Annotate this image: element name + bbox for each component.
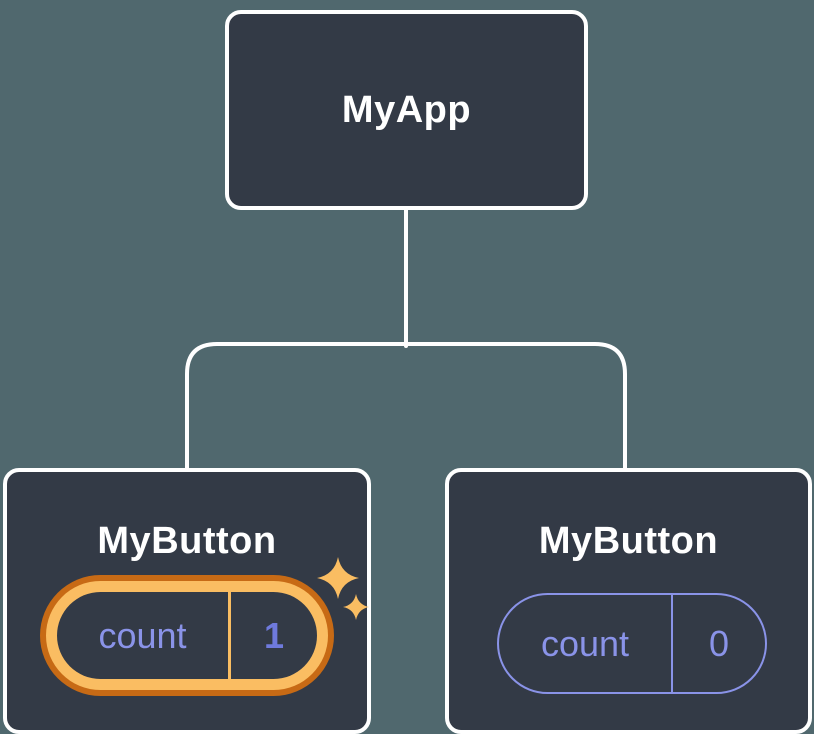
state-pill-body: count 1	[57, 592, 317, 679]
node-mybutton-right: MyButton count 0	[445, 468, 812, 734]
node-title: MyButton	[97, 520, 277, 562]
state-pill: count 0	[497, 593, 767, 694]
node-myapp: MyApp	[225, 10, 588, 210]
state-pill-highlighted: count 1	[40, 575, 334, 696]
node-title: MyApp	[341, 88, 472, 131]
state-name-label: count	[98, 614, 187, 656]
state-name-label: count	[540, 622, 630, 664]
node-mybutton-left: MyButton count 1	[3, 468, 371, 734]
state-pill-highlight-ring: count 1	[46, 581, 328, 690]
state-value: 1	[228, 592, 317, 679]
node-title: MyButton	[538, 520, 719, 562]
state-value: 0	[671, 595, 765, 692]
